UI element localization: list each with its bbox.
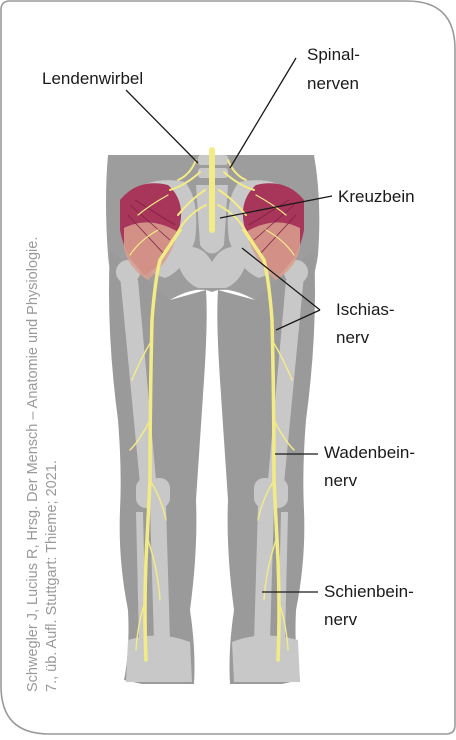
label-wadenbeinnerv-2: nerv — [324, 471, 358, 490]
credit-line-1: Schwegler J, Lucius R, Hrsg. Der Mensch … — [25, 237, 41, 692]
label-ischiasnerv-1: Ischias- — [336, 300, 395, 319]
label-schienbeinnerv-1: Schienbein- — [324, 582, 414, 601]
label-schienbeinnerv-2: nerv — [324, 610, 358, 629]
label-ischiasnerv-2: nerv — [336, 328, 370, 347]
label-lendenwirbel: Lendenwirbel — [42, 69, 143, 88]
label-spinalnerven-2: nerven — [307, 74, 359, 93]
label-wadenbeinnerv-1: Wadenbein- — [324, 443, 415, 462]
credit-line-2: 7., üb. Aufl. Stuttgart: Thieme; 2021. — [44, 460, 60, 692]
label-spinalnerven-1: Spinal- — [307, 45, 360, 64]
label-kreuzbein: Kreuzbein — [338, 187, 415, 206]
